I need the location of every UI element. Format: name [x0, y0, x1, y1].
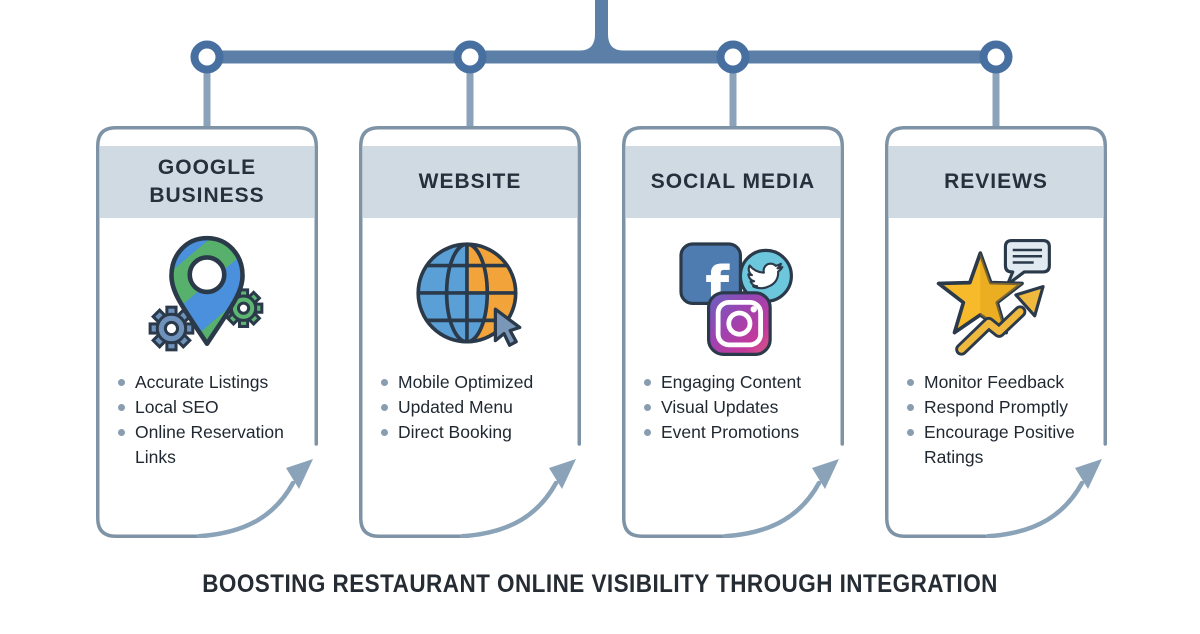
- feature-list: Mobile Optimized Updated Menu Direct Boo…: [381, 370, 571, 445]
- bullet-icon: [644, 379, 651, 386]
- trend-arrow-icon: [955, 285, 1045, 356]
- star-review-icon: [936, 238, 1051, 356]
- bullet-icon: [907, 379, 914, 386]
- bullet-icon: [118, 404, 125, 411]
- swoosh-arrow-icon: [985, 459, 1102, 538]
- gear-icon: [223, 288, 264, 328]
- card-frame: [885, 126, 1107, 538]
- list-item: Updated Menu: [381, 395, 571, 420]
- card-frame: [359, 126, 581, 538]
- bullet-icon: [907, 429, 914, 436]
- list-item: Engaging Content: [644, 370, 834, 395]
- speech-bubble-icon: [1003, 238, 1051, 287]
- bullet-icon: [381, 429, 388, 436]
- feature-list: Accurate Listings Local SEO Online Reser…: [118, 370, 308, 470]
- bullet-icon: [118, 429, 125, 436]
- card-social-media: SOCIAL MEDIA f: [622, 126, 844, 538]
- swoosh-arrow-icon: [196, 459, 313, 538]
- diagram-title: BOOSTING RESTAURANT ONLINE VISIBILITY TH…: [202, 570, 998, 598]
- card-title: REVIEWS: [889, 146, 1103, 218]
- social-media-icons: f: [679, 242, 793, 356]
- instagram-icon: [706, 291, 772, 356]
- bullet-icon: [644, 404, 651, 411]
- card-website: WEBSITE Mobile Optimized Updated Menu Di…: [359, 126, 581, 538]
- star-icon: [936, 251, 1024, 335]
- bullet-icon: [907, 404, 914, 411]
- bullet-icon: [644, 429, 651, 436]
- feature-list: Engaging Content Visual Updates Event Pr…: [644, 370, 834, 445]
- connector-tree: [190, 0, 1013, 128]
- list-item: Visual Updates: [644, 395, 834, 420]
- feature-list: Monitor Feedback Respond Promptly Encour…: [907, 370, 1097, 470]
- globe-cursor-icon: [416, 242, 522, 347]
- cursor-icon: [493, 307, 522, 347]
- map-pin-gears-icon: [148, 235, 264, 352]
- connector-node-icon: [190, 40, 1013, 74]
- bullet-icon: [381, 379, 388, 386]
- list-item: Event Promotions: [644, 420, 834, 445]
- list-item: Online Reservation Links: [118, 420, 308, 470]
- card-title: SOCIAL MEDIA: [626, 146, 840, 218]
- list-item: Respond Promptly: [907, 395, 1097, 420]
- card-title: WEBSITE: [363, 146, 577, 218]
- card-title: GOOGLE BUSINESS: [100, 146, 314, 218]
- swoosh-arrow-icon: [459, 459, 576, 538]
- list-item: Local SEO: [118, 395, 308, 420]
- bullet-icon: [118, 379, 125, 386]
- list-item: Encourage Positive Ratings: [907, 420, 1097, 470]
- card-frame: [622, 126, 844, 538]
- list-item: Mobile Optimized: [381, 370, 571, 395]
- swoosh-arrow-icon: [722, 459, 839, 538]
- card-google-business: GOOGLE BUSINESS: [96, 126, 318, 538]
- list-item: Direct Booking: [381, 420, 571, 445]
- list-item: Accurate Listings: [118, 370, 308, 395]
- card-frame: [96, 126, 318, 538]
- list-item: Monitor Feedback: [907, 370, 1097, 395]
- card-reviews: REVIEWS Monitor Feedback R: [885, 126, 1107, 538]
- bullet-icon: [381, 404, 388, 411]
- connector-stems: [203, 60, 1000, 128]
